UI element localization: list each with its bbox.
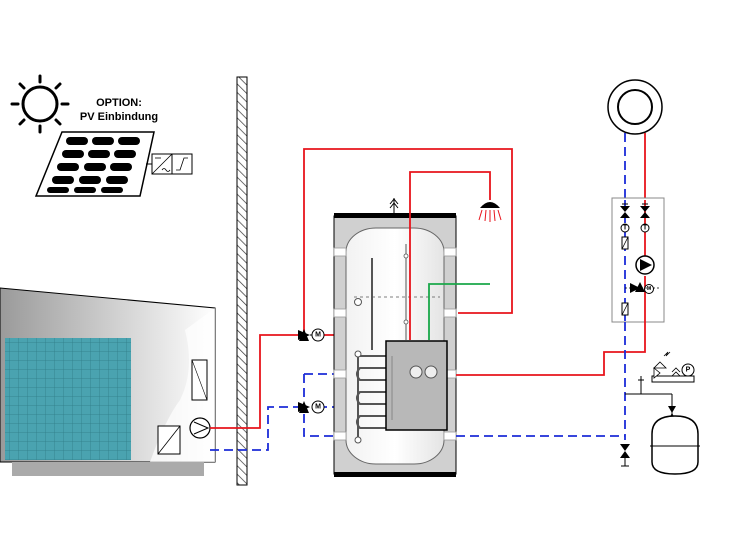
drain-valve-icon [620,444,630,467]
inverter-icon [146,153,193,175]
shower-icon [478,202,502,222]
wall-icon [236,76,248,486]
pressure-label: P [686,367,691,374]
temp-label-2: T [643,225,648,232]
heat-pump-icon [0,287,216,476]
hot-water-pipes [409,171,625,437]
motor-valve-hot: M [298,328,325,342]
storage-tank-icon [333,213,457,477]
motor-label-1: M [315,332,321,339]
room-heater-icon [607,79,663,135]
air-vent-icon [389,198,399,214]
sun-icon [10,74,70,134]
option-label-line1: OPTION: [96,97,142,109]
heating-circuit-pipes [624,133,646,200]
motor-label-3: M [647,286,651,292]
motor-label-2: M [315,404,321,411]
option-label-line2: PV Einbindung [80,111,158,123]
solar-panel-icon [34,131,155,197]
temp-label-1: T [623,225,628,232]
expansion-vessel-icon [650,406,700,475]
pump-group-icon: T T M [611,197,665,353]
motor-valve-cold: M [298,400,325,414]
heat-pump-pipes [210,148,513,451]
safety-group-icon: P [638,351,695,395]
